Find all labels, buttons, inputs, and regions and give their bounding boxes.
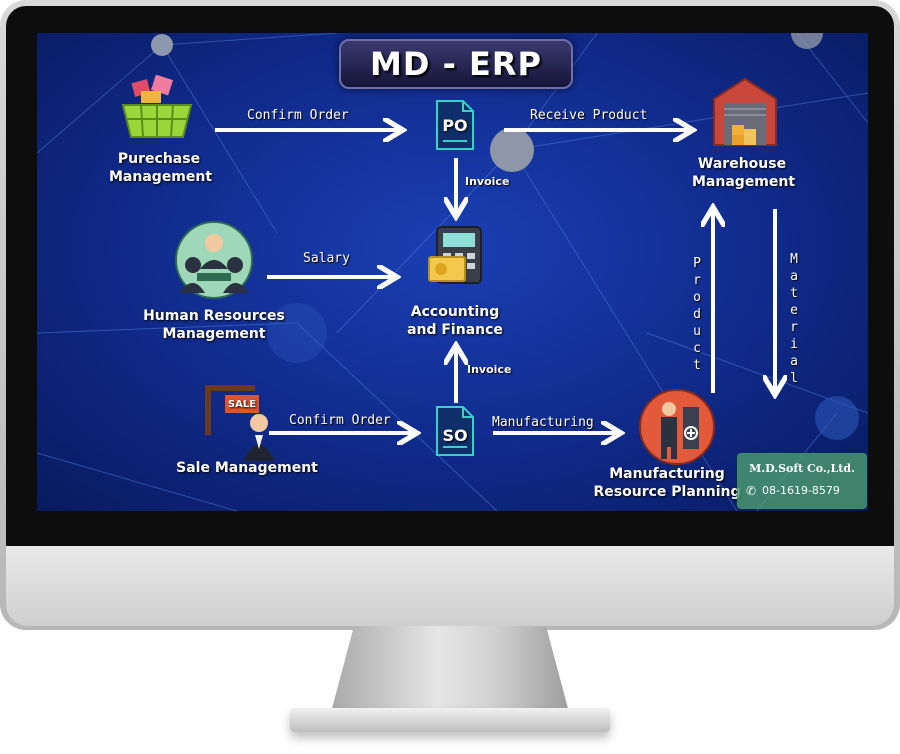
company-info-box: M.D.Soft Co.,Ltd. ✆ 08-1619-8579 [737,453,867,509]
network-node [815,396,859,440]
calculator-money-icon [428,226,482,284]
flow-label-product: Product [693,256,701,373]
sales-order-document-icon [436,406,474,456]
factory-worker-icon [639,389,715,465]
network-node [791,33,823,49]
flow-label-confirm-order-top: Confirm Order [247,108,349,123]
team-meeting-icon [175,221,253,299]
network-node [267,303,327,363]
po-label: PO [442,116,468,135]
sale-sign-label: SALE [227,399,257,410]
monitor-chin [6,546,894,626]
flow-label-manufacturing: Manufacturing [492,415,594,430]
flow-label-material: Material [790,252,798,386]
network-node [151,34,173,56]
warehouse-icon [713,77,777,146]
title-banner: MD - ERP [339,39,573,89]
salesperson-icon [205,385,275,461]
sale-management-label: Sale Management [176,460,318,476]
flow-label-receive-product: Receive Product [530,108,648,123]
purchase-order-document-icon [436,100,474,150]
monitor-stand-neck [330,626,570,716]
flow-label-confirm-order-bottom: Confirm Order [289,413,391,428]
company-phone: 08-1619-8579 [762,484,840,497]
background-network [37,33,868,511]
diagram-title: MD - ERP [370,45,542,83]
flow-label-salary: Salary [303,251,350,266]
network-node [490,128,534,172]
flow-label-invoice-top: Invoice [465,175,510,188]
shopping-basket-icon [121,75,193,138]
flow-arrows [215,33,868,511]
company-name: M.D.Soft Co.,Ltd. [749,462,855,475]
monitor-stand-base [290,708,610,732]
phone-icon: ✆ [746,484,757,498]
so-label: SO [442,426,468,445]
flow-label-invoice-bottom: Invoice [467,363,512,376]
